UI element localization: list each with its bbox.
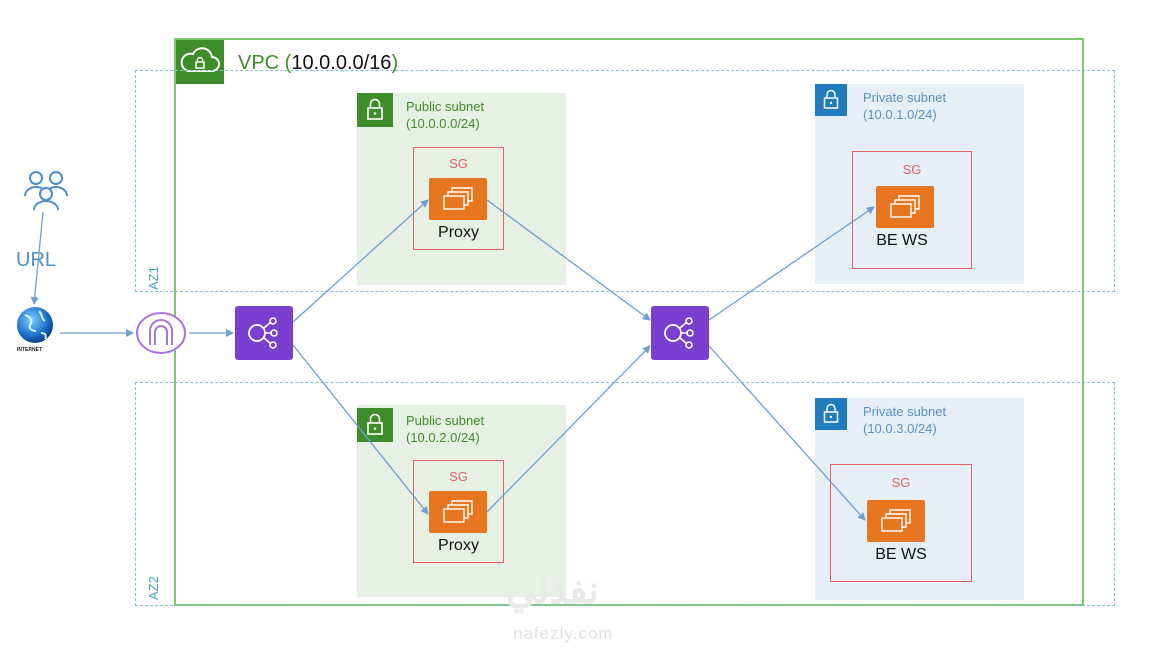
availability-zone-1 (135, 70, 1115, 292)
availability-zone-2 (135, 382, 1115, 606)
lock-icon (815, 84, 847, 116)
watermark-url: nafezly.com (513, 624, 614, 643)
private-subnet-2 (815, 398, 1024, 600)
ec2-instances-icon (429, 178, 487, 220)
internet-gateway-icon (134, 311, 188, 355)
sg-label: SG (449, 156, 468, 171)
load-balancer-icon (651, 306, 709, 360)
connection-elb-to-proxy-1 (292, 199, 429, 323)
proxy-2-name: Proxy (438, 537, 479, 554)
public-subnet-1-label: Public subnet(10.0.0.0/24) (406, 99, 485, 131)
ec2-instances-icon (876, 186, 934, 228)
public-subnet-2-label: Public subnet(10.0.2.0/24) (406, 413, 485, 445)
be-ws-1-name: BE WS (876, 232, 928, 249)
connection-elb-to-proxy-2 (292, 344, 429, 515)
ec2-instances-icon (429, 491, 487, 533)
private-subnet-1-label: Private subnet(10.0.1.0/24) (863, 90, 947, 122)
proxy-1-name: Proxy (438, 224, 479, 241)
sg-label: SG (449, 469, 468, 484)
url-label: URL (16, 249, 57, 271)
security-group-be-1: SG (852, 151, 972, 269)
security-group-proxy-1: SG (413, 147, 504, 250)
connection-proxy-2-to-elb (486, 345, 651, 513)
load-balancer-icon (235, 306, 293, 360)
vpc-title: VPC (10.0.0.0/16) (238, 52, 399, 74)
watermark-logo: نفذلي (506, 570, 599, 612)
users-icon (22, 168, 70, 212)
lock-icon (357, 93, 393, 127)
security-group-proxy-2: SG (413, 460, 504, 563)
globe-icon (11, 305, 59, 347)
connection-proxy-1-to-elb (486, 199, 651, 321)
sg-label: SG (902, 162, 922, 177)
connection-users-to-internet (30, 211, 44, 305)
lock-icon (815, 398, 847, 430)
private-subnet-1 (815, 84, 1024, 284)
connection-elb-to-be-2 (708, 345, 866, 521)
internet-label: INTERNET (17, 347, 42, 353)
ec2-instances-icon (867, 500, 925, 542)
security-group-be-2: SG (830, 464, 972, 582)
private-subnet-2-label: Private subnet(10.0.3.0/24) (863, 404, 947, 436)
cloud-lock-icon (176, 40, 224, 84)
be-ws-2-name: BE WS (875, 546, 927, 563)
lock-icon (357, 408, 393, 442)
connection-elb-to-be-1 (708, 206, 875, 321)
sg-label: SG (891, 475, 911, 490)
